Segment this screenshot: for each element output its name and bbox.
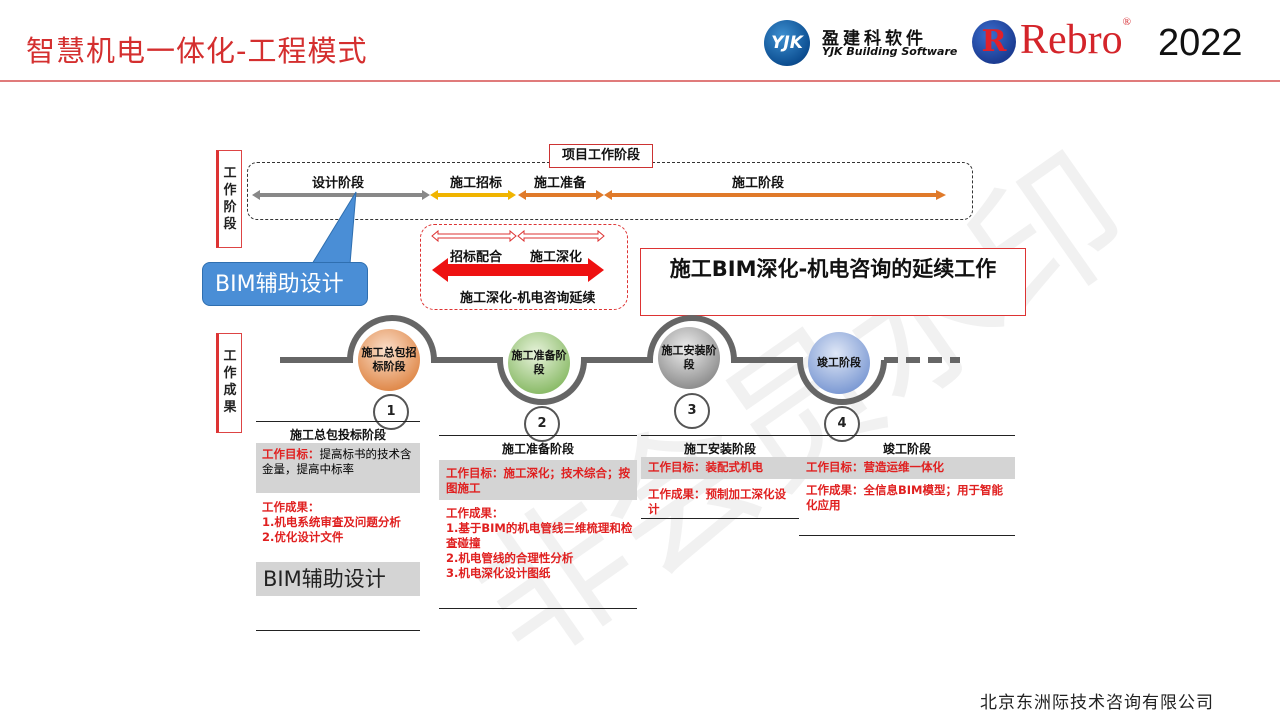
construction-phase-arrow — [604, 190, 946, 200]
milestone-bidding: 施工总包招标阶段 — [358, 329, 420, 391]
milestone-number-2: 2 — [524, 406, 560, 442]
result-item: 2.优化设计文件 — [262, 530, 344, 544]
milestone-number-3: 3 — [674, 393, 710, 429]
goal-text: 施工深化；技术综合；按图施工 — [446, 466, 630, 495]
work-result-label: 工作成果 — [216, 333, 242, 433]
goal-label: 工作目标： — [806, 460, 864, 474]
column-prep-bottom-line — [439, 608, 637, 609]
goal-text: 提高标书的技术含金量，提高中标率 — [262, 447, 412, 476]
result-label: 工作成果： — [262, 500, 320, 514]
column-bidding-bottom-line — [256, 630, 420, 631]
milestone-track — [280, 315, 960, 405]
phase-preparation: 施工准备 — [534, 176, 587, 191]
result-label: 工作成果： — [446, 506, 504, 520]
column-bidding-extra: BIM辅助设计 — [256, 562, 420, 596]
continuation-work-box: 施工BIM深化-机电咨询的延续工作 — [640, 248, 1026, 316]
column-completion-title: 竣工阶段 — [799, 435, 1015, 457]
prep-phase-arrow — [518, 190, 604, 200]
company-footer: 北京东洲际技术咨询有限公司 — [980, 693, 1214, 713]
result-text: 全信息BIM模型；用于智能化应用 — [806, 483, 1003, 512]
rebro-logo-icon: R — [972, 20, 1016, 64]
track-line — [280, 315, 887, 405]
work-phase-label-text: 工作阶段 — [223, 166, 237, 232]
extension-red-arrow — [432, 258, 604, 282]
column-prep-goal: 工作目标：施工深化；技术综合；按图施工 — [439, 460, 637, 500]
result-text: 预制加工深化设计 — [648, 487, 786, 516]
registered-mark: ® — [1122, 16, 1132, 28]
page-title: 智慧机电一体化-工程模式 — [26, 34, 368, 68]
work-phase-label: 工作阶段 — [216, 150, 242, 248]
column-completion-goal: 工作目标：营造运维一体化 — [799, 457, 1015, 479]
design-phase-arrow — [252, 190, 430, 200]
sub-phase-bidding: 招标配合 — [450, 250, 503, 265]
milestone-installation: 施工安装阶段 — [658, 327, 720, 389]
phase-arrows — [252, 190, 946, 200]
milestone-number-1: 1 — [373, 394, 409, 430]
result-label: 工作成果： — [648, 487, 706, 501]
result-label: 工作成果： — [806, 483, 864, 497]
sub-arrow-deepening — [517, 229, 605, 243]
sub-arrow-bidding — [431, 229, 517, 243]
column-bidding-title: 施工总包投标阶段 — [256, 421, 420, 443]
yjk-brand-chinese: 盈建科软件 — [822, 29, 927, 49]
project-phase-tag: 项目工作阶段 — [549, 144, 653, 168]
column-bidding-goal: 工作目标：提高标书的技术含金量，提高中标率 — [256, 443, 420, 493]
result-item: 2.机电管线的合理性分析 — [446, 551, 574, 565]
phase-bidding: 施工招标 — [450, 176, 503, 191]
column-bidding-results: 工作成果： 1.机电系统审查及问题分析 2.优化设计文件 — [262, 500, 422, 545]
column-install-goal: 工作目标：装配式机电 — [641, 457, 799, 479]
bim-assist-callout: BIM辅助设计 — [202, 262, 368, 306]
phase-design: 设计阶段 — [312, 176, 365, 191]
version-year: 2022 — [1158, 22, 1243, 64]
column-prep-title: 施工准备阶段 — [439, 435, 637, 457]
goal-text: 装配式机电 — [705, 460, 764, 474]
yjk-logo: YJK — [764, 20, 810, 66]
extension-label: 施工深化-机电咨询延续 — [460, 291, 596, 306]
callout-pointer — [311, 191, 357, 265]
phase-construction: 施工阶段 — [732, 176, 785, 191]
extension-arrows — [431, 229, 605, 282]
sub-phase-deepening: 施工深化 — [530, 250, 583, 265]
goal-label: 工作目标： — [446, 466, 504, 480]
column-completion-results: 工作成果：全信息BIM模型；用于智能化应用 — [806, 483, 1006, 513]
extension-box — [420, 224, 628, 310]
column-install-bottom-line — [641, 518, 799, 519]
milestone-completion: 竣工阶段 — [808, 332, 870, 394]
header-divider — [0, 80, 1280, 82]
result-item: 1.机电系统审查及问题分析 — [262, 515, 401, 529]
yjk-brand-english: YJK Building Software — [822, 45, 958, 58]
milestone-number-4: 4 — [824, 406, 860, 442]
rebro-name: Rebro — [1020, 17, 1123, 63]
work-result-label-text: 工作成果 — [223, 349, 237, 415]
bidding-phase-arrow — [430, 190, 516, 200]
column-install-results: 工作成果：预制加工深化设计 — [648, 487, 796, 517]
column-completion-bottom-line — [799, 535, 1015, 536]
column-prep-results: 工作成果： 1.基于BIM的机电管线三维梳理和检查碰撞 2.机电管线的合理性分析… — [446, 506, 634, 581]
result-item: 3.机电深化设计图纸 — [446, 566, 551, 580]
goal-text: 营造运维一体化 — [863, 460, 945, 474]
goal-label: 工作目标： — [262, 447, 320, 461]
rebro-brand: Rebro® — [1020, 16, 1131, 64]
result-item: 1.基于BIM的机电管线三维梳理和检查碰撞 — [446, 521, 633, 550]
goal-label: 工作目标： — [648, 460, 706, 474]
milestone-preparation: 施工准备阶段 — [508, 332, 570, 394]
column-install-title: 施工安装阶段 — [641, 435, 799, 457]
